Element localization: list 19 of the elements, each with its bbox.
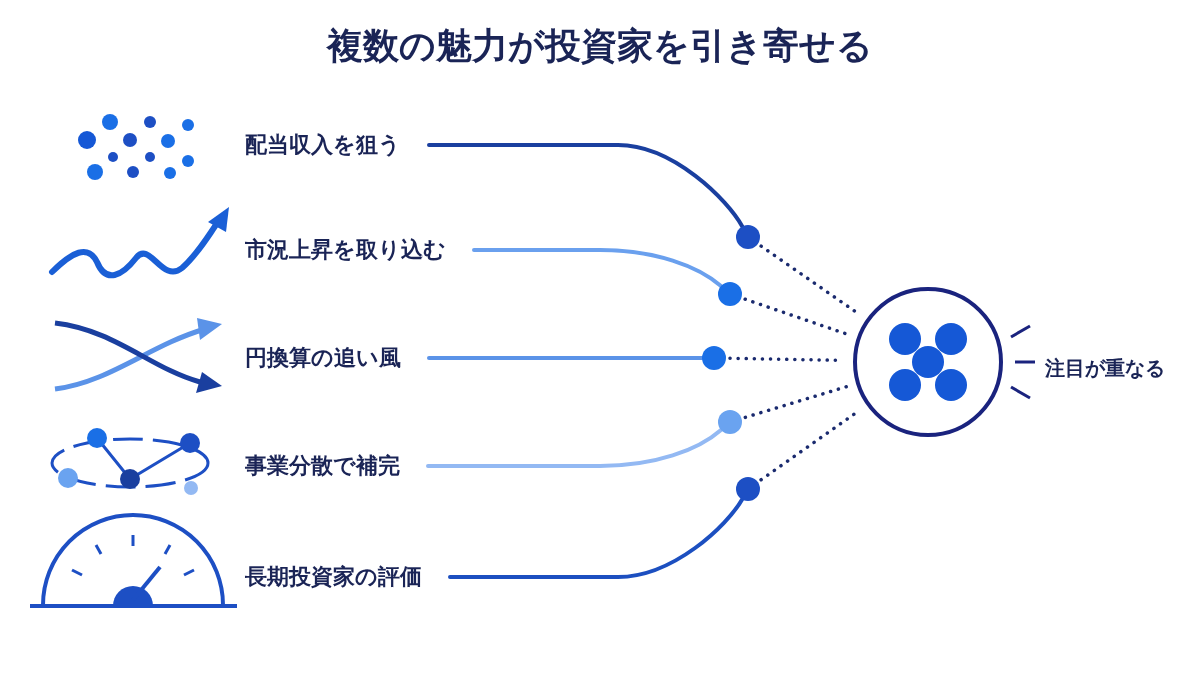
connector-line [472,248,723,289]
dot-marker [736,225,760,249]
caption-text: 注目が重なる [1045,354,1165,382]
connector-line [426,427,723,468]
node-label: 事業分散で補完 [245,451,400,481]
node-label: 市況上昇を取り込む [245,235,446,265]
dot-marker [718,410,742,434]
dotted-connector [743,297,850,337]
node-label: 配当収入を狙う [245,130,401,160]
title: 複数の魅力が投資家を引き寄せる [325,24,874,68]
dot-marker [718,282,742,306]
connector-line [427,143,745,229]
dotted-connector [743,384,849,420]
connector-line [427,356,704,360]
node-label: 円換算の追い風 [245,343,401,373]
node-label: 長期投資家の評価 [245,562,422,592]
dot-marker [736,477,760,501]
connector-line [448,497,745,579]
dot-marker [702,346,726,370]
